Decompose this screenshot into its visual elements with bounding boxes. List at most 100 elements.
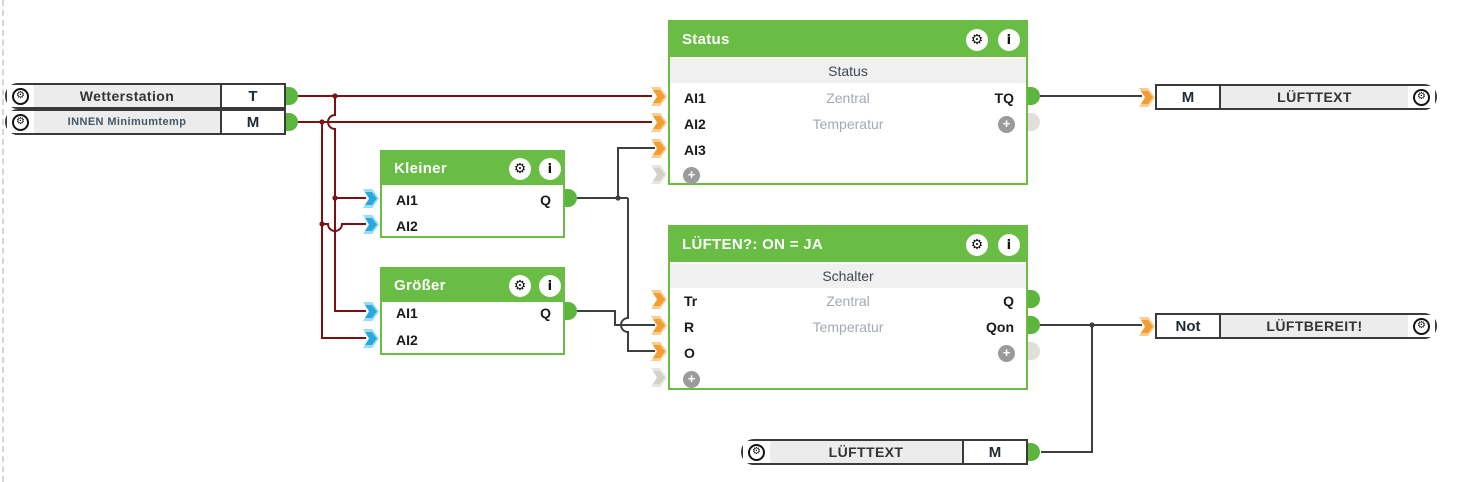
wire-m-branch-vertical[interactable]	[321, 122, 366, 339]
info-icon[interactable]: i	[998, 234, 1020, 256]
port-label: T	[220, 85, 284, 107]
add-output-button[interactable]: +	[998, 116, 1015, 133]
input-connector-groesser-ai1[interactable]	[363, 302, 379, 321]
info-icon[interactable]: i	[998, 29, 1020, 51]
input-label-tr: Tr	[684, 293, 698, 309]
block-description-line1: Zentral	[826, 293, 870, 309]
input-connector-lueften-extra[interactable]	[651, 368, 667, 387]
junction-dot	[1089, 322, 1095, 328]
block-cap: ⚙	[7, 111, 34, 133]
gear-glyph: ⚙	[513, 161, 527, 177]
block-header: LÜFTEN?: ON = JA ⚙ i	[670, 227, 1026, 262]
function-block-groesser[interactable]: Größer ⚙ i AI1 AI2 Q	[380, 267, 565, 355]
input-label-o: O	[684, 345, 695, 361]
junction-dot	[332, 93, 338, 99]
block-header: Status ⚙ i	[670, 22, 1026, 57]
gear-icon[interactable]: ⚙	[966, 234, 988, 256]
input-connector-groesser-ai2[interactable]	[363, 329, 379, 348]
block-title: Status	[682, 31, 730, 48]
output-block-luftbereit[interactable]: Not LÜFTBEREIT! ⚙	[1155, 313, 1437, 339]
block-header: Kleiner ⚙ i	[382, 152, 563, 185]
output-block-lufttext[interactable]: M LÜFTTEXT ⚙	[1155, 84, 1437, 110]
output-connector-memory-m[interactable]	[1027, 443, 1040, 461]
gear-icon[interactable]: ⚙	[1413, 317, 1430, 335]
gear-glyph: ⚙	[1417, 91, 1426, 102]
input-label-ai3: AI3	[684, 142, 706, 158]
input-connector-status-ai2[interactable]	[651, 113, 667, 132]
gear-glyph: ⚙	[16, 90, 25, 101]
input-block-lufttext-memory[interactable]: ⚙ LÜFTTEXT M	[741, 439, 1028, 465]
add-input-button[interactable]: +	[683, 371, 700, 388]
info-icon[interactable]: i	[539, 158, 561, 180]
gear-icon[interactable]: ⚙	[509, 158, 531, 180]
plus-glyph: +	[1002, 116, 1011, 131]
wire-memory-lufttext-branch[interactable]	[1041, 325, 1093, 453]
block-cap: ⚙	[1408, 86, 1435, 108]
add-output-button[interactable]: +	[998, 345, 1015, 362]
input-connector-status-ai3[interactable]	[651, 139, 667, 158]
block-cap: ⚙	[1408, 315, 1435, 337]
gear-icon[interactable]: ⚙	[748, 443, 765, 461]
junction-dot	[319, 119, 325, 125]
block-header: Größer ⚙ i	[382, 269, 563, 302]
input-connector-status-ai1[interactable]	[651, 87, 667, 106]
gear-icon[interactable]: ⚙	[1413, 88, 1430, 106]
input-connector-kleiner-ai2[interactable]	[363, 215, 379, 234]
wire-kleiner-q-to-lueften-o[interactable]	[620, 198, 655, 352]
input-block-wetterstation[interactable]: ⚙ Wetterstation T	[5, 83, 286, 109]
block-title: LÜFTEN?: ON = JA	[682, 236, 824, 253]
info-glyph: i	[1006, 32, 1012, 48]
input-connector-luftbereit-not[interactable]	[1139, 317, 1155, 336]
gear-glyph: ⚙	[1417, 320, 1426, 331]
input-connector-lueften-o[interactable]	[651, 342, 667, 361]
input-connector-lufttext-m[interactable]	[1139, 88, 1155, 107]
input-label: Wetterstation	[34, 85, 220, 107]
output-connector-lueften-extra[interactable]	[1027, 342, 1040, 360]
output-connector-lueften-qon[interactable]	[1027, 316, 1040, 334]
input-connector-lueften-tr[interactable]	[651, 290, 667, 309]
block-title: Größer	[394, 277, 446, 294]
output-connector-kleiner-q[interactable]	[564, 189, 577, 207]
info-icon[interactable]: i	[539, 275, 561, 297]
input-block-innen-minimumtemp[interactable]: ⚙ INNEN Minimumtemp M	[5, 109, 286, 135]
gear-icon[interactable]: ⚙	[12, 113, 29, 131]
input-connector-status-extra[interactable]	[651, 165, 667, 184]
block-cap: ⚙	[743, 441, 770, 463]
output-connector-t[interactable]	[285, 87, 298, 105]
block-type-label: Schalter	[670, 264, 1026, 288]
output-connector-groesser-q[interactable]	[564, 302, 577, 320]
input-connector-lueften-r[interactable]	[651, 316, 667, 335]
wire-groesser-q-to-lueften-r[interactable]	[577, 310, 655, 326]
wire-kleiner-q-to-status-ai3[interactable]	[617, 147, 655, 198]
wire-t-branch-vertical[interactable]	[327, 96, 366, 312]
add-input-button[interactable]: +	[683, 167, 700, 184]
block-description-line2: Temperatur	[812, 319, 884, 335]
output-label-q: Q	[1003, 293, 1014, 309]
output-label: LÜFTTEXT	[1221, 86, 1408, 108]
block-description-line1: Zentral	[826, 90, 870, 106]
input-label-ai1: AI1	[396, 305, 418, 321]
output-connector-lueften-q[interactable]	[1027, 290, 1040, 308]
input-label: INNEN Minimumtemp	[34, 111, 220, 133]
input-connector-kleiner-ai1[interactable]	[363, 189, 379, 208]
gear-icon[interactable]: ⚙	[12, 87, 29, 105]
function-block-kleiner[interactable]: Kleiner ⚙ i AI1 AI2 Q	[380, 150, 565, 238]
gear-glyph: ⚙	[16, 116, 25, 127]
gear-glyph: ⚙	[970, 32, 984, 48]
plus-glyph: +	[1002, 345, 1011, 360]
function-block-status[interactable]: Status ⚙ i Status AI1 AI2 AI3 Zentral Te…	[668, 20, 1028, 185]
input-label-ai1: AI1	[396, 192, 418, 208]
wire-m-to-kleiner-ai2[interactable]	[322, 223, 366, 232]
output-connector-status-extra[interactable]	[1027, 113, 1040, 131]
gear-icon[interactable]: ⚙	[966, 29, 988, 51]
port-label: M	[962, 441, 1026, 463]
output-connector-status-tq[interactable]	[1027, 87, 1040, 105]
port-label: M	[1157, 86, 1221, 108]
port-label: M	[220, 111, 284, 133]
gear-icon[interactable]: ⚙	[509, 275, 531, 297]
function-block-lueften[interactable]: LÜFTEN?: ON = JA ⚙ i Schalter Tr R O Zen…	[668, 225, 1028, 390]
output-connector-m[interactable]	[285, 113, 298, 131]
gear-glyph: ⚙	[970, 237, 984, 253]
block-description-line2: Temperatur	[812, 116, 884, 132]
input-label-ai2: AI2	[684, 116, 706, 132]
